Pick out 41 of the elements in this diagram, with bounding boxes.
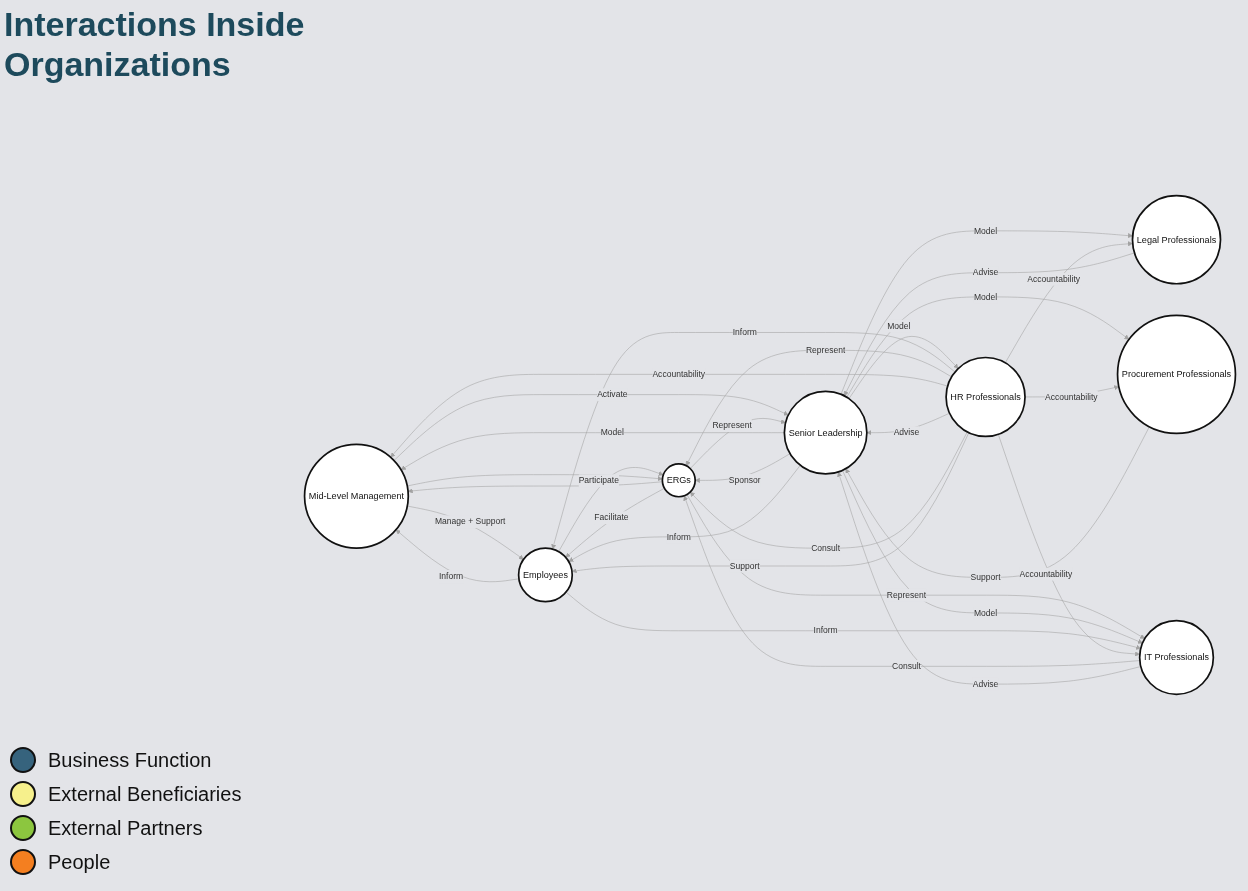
edge-label: Advise — [893, 427, 920, 438]
node-circle: IT Professionals — [1138, 619, 1215, 696]
node-circle: Procurement Professionals — [1116, 314, 1237, 435]
edge-label: Accountability — [1027, 273, 1081, 284]
edge-label: Accountability — [1044, 391, 1098, 402]
edge-label: Support — [729, 560, 760, 571]
edge-label: Inform — [666, 531, 691, 542]
diagram-title: Interactions Inside Organizations — [4, 4, 306, 84]
edge-label: Model — [973, 225, 998, 236]
node-circle: ERGs — [661, 463, 697, 498]
edge-label: Model — [973, 291, 998, 302]
edge-label: Represent — [886, 589, 927, 600]
edge-label: Support — [970, 572, 1001, 582]
edge-label: Represent — [805, 345, 846, 355]
edge-label: Consult — [811, 542, 841, 553]
edge-label: Accountability — [652, 369, 706, 379]
edge-label: Manage + Support — [434, 516, 506, 527]
edge-label: Model — [973, 607, 998, 618]
edge-label: Sponsor — [728, 475, 761, 485]
node-circle: Legal Professionals — [1131, 194, 1222, 285]
legend-label: People — [48, 850, 111, 874]
edge-label: Advise — [972, 267, 999, 278]
edge-label: Participate — [578, 475, 619, 486]
legend-label: Business Function — [48, 748, 212, 772]
edge-label: Inform — [813, 625, 838, 636]
edge-label: Model — [600, 427, 624, 438]
edge-label: Consult — [892, 661, 921, 671]
legend-label: External Beneficiaries — [48, 782, 242, 806]
node-circle: Senior Leadership — [783, 390, 868, 475]
edge-label: Model — [887, 320, 911, 331]
edge-label: Inform — [438, 571, 464, 581]
node-circle: Mid-Level Management — [303, 443, 410, 549]
edge-label: Inform — [732, 327, 757, 337]
node-circle: Employees — [517, 547, 574, 603]
node-circle: HR Professionals — [945, 356, 1026, 438]
edge-label: Activate — [597, 389, 628, 400]
edge-label: Accountability — [1019, 568, 1073, 579]
edge-label: Represent — [712, 420, 752, 430]
legend-label: External Partners — [48, 816, 203, 840]
edge-label: Facilitate — [594, 512, 629, 523]
edge-label: Advise — [972, 678, 999, 689]
